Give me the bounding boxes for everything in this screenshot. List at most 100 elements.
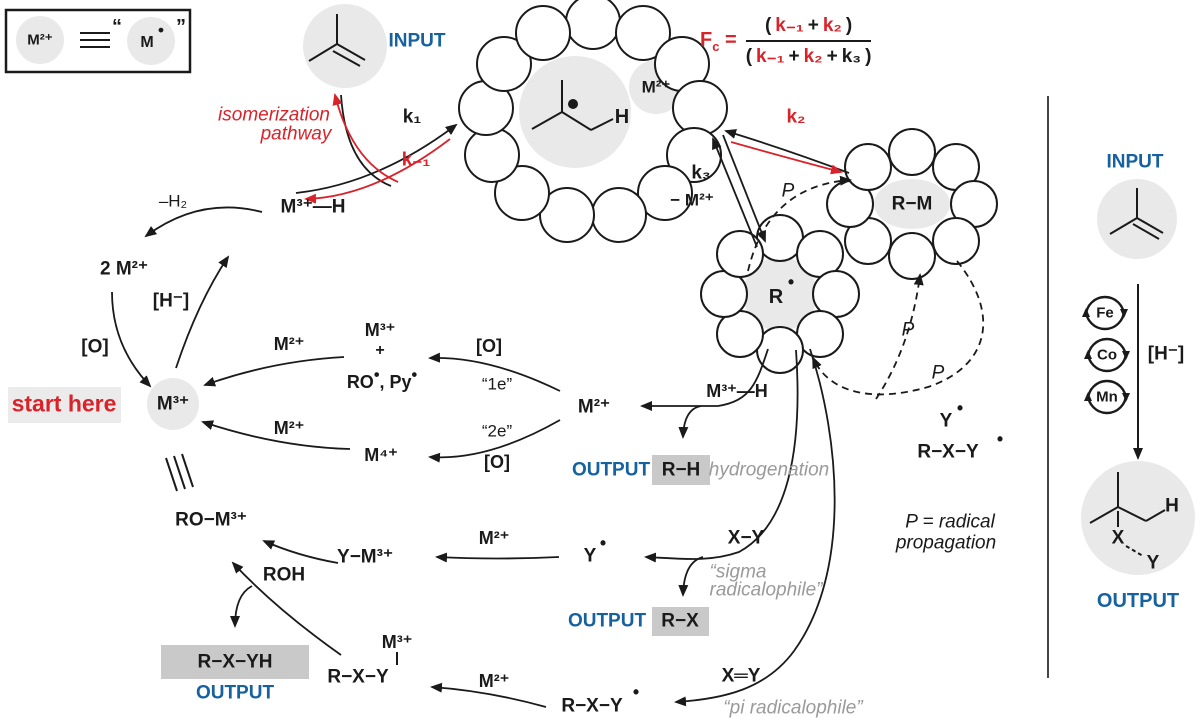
k3-line-up: [712, 137, 758, 248]
isomerization-arrow: [332, 93, 399, 183]
rxyh-product-box: [161, 645, 309, 679]
propagation-arrows: [747, 175, 985, 400]
cage-return-arrow: [724, 129, 850, 174]
sigma-m2-label: M²⁺: [478, 528, 510, 548]
equivalence-hash: [165, 453, 194, 492]
rxyh-product-label: R−X−YH: [197, 651, 273, 673]
fe-label: Fe: [1096, 304, 1114, 322]
two-e-label: “2e”: [481, 421, 513, 441]
y-m3-label: Y−M³⁺: [337, 546, 393, 568]
rxy-radical-bottom-dot: •: [632, 682, 640, 702]
co-label: Co: [1097, 346, 1117, 364]
redox-m2-label: M²⁺: [577, 396, 611, 418]
roh-arrow: [231, 561, 342, 656]
hydrogenation-note: hydrogenation: [708, 459, 830, 481]
one-e-label: “1e”: [481, 374, 513, 394]
redox-plus: +: [375, 342, 385, 359]
red-arrows: [304, 93, 843, 204]
y-radical-right-dot: •: [956, 398, 964, 418]
k3-line-down: [722, 134, 766, 243]
rh-output-branch: [678, 405, 702, 439]
y-to-ym3-arrow: [435, 552, 560, 563]
cage-h-label: H: [614, 106, 630, 128]
rh-product-label: R−H: [661, 459, 701, 481]
rxyh-output-branch: [230, 585, 253, 628]
p-note-line1: P = radical: [905, 511, 995, 533]
ox-2e-arrow: [428, 419, 561, 463]
equivalence-triple-bond: [80, 32, 110, 48]
product-x-label: X: [1111, 527, 1125, 549]
legend-m-radical-dot: •: [158, 20, 164, 40]
pi-m2-label: M²⁺: [478, 671, 510, 691]
ox-2e-oxidant: [O]: [484, 452, 510, 472]
m3-h-label: M³⁺—H: [280, 196, 346, 218]
minus-m2-label: − M²⁺: [670, 190, 714, 210]
ro-m3-label: RO−M³⁺: [175, 509, 247, 531]
rxy-label: R−X−Y: [327, 666, 389, 688]
r-radical-cage: [700, 214, 860, 374]
m2-lower-arrow: [201, 420, 351, 450]
p-label-3: P: [931, 362, 945, 384]
p-arrow-3: [812, 260, 985, 396]
k3-label: k₃: [691, 162, 711, 184]
co-cycle-icon: [1084, 337, 1130, 373]
rxy-radical-bottom: R−X−Y: [561, 695, 623, 717]
p-label-2: P: [901, 319, 915, 341]
roh-label: ROH: [262, 564, 306, 586]
rm-cage: [826, 128, 998, 280]
k2-arrow: [730, 141, 843, 175]
two-m2-label: 2 M²⁺: [99, 258, 149, 280]
m3-h-label-2: M³⁺—H: [706, 381, 768, 401]
start-here-highlight: [8, 387, 121, 423]
legend-quote-open: “: [112, 16, 122, 38]
minus-h2-arrow: [144, 206, 263, 238]
m4-label: M⁴⁺: [364, 445, 398, 465]
output-label-3: OUTPUT: [195, 682, 275, 704]
p-note-line2: propagation: [895, 532, 997, 554]
arrows: [111, 94, 1143, 708]
input-molecule: [303, 4, 387, 88]
pi-arrow: [674, 348, 836, 707]
rx-product-label: R−X: [661, 610, 699, 632]
fc-equation: Fc = (k₋₁+k₂) (k₋₁+k₂+k₃): [700, 14, 872, 68]
m3-circle: [147, 378, 199, 430]
rx-output-branch: [678, 556, 704, 597]
sigma-arrow: [644, 349, 799, 563]
ox-1e-arrow: [428, 352, 561, 392]
k-minus1-arrow: [304, 138, 451, 204]
rxy-m2-arrow: [430, 682, 547, 708]
right-hydride-label: [H⁻]: [1147, 343, 1185, 365]
rx-product-box: [652, 607, 709, 636]
input-feed-line: [340, 94, 392, 187]
legend-m-radical: M: [140, 34, 154, 51]
right-output-molecule: [1081, 461, 1195, 575]
legend-quote-close: ”: [176, 16, 186, 38]
legend-m2: M²⁺: [27, 31, 53, 49]
ro-py-label: RO•, Py•: [346, 365, 418, 393]
oxidation-arrow: [111, 291, 152, 388]
fe-cycle-icon: [1082, 295, 1128, 331]
right-output-label: OUTPUT: [1096, 590, 1180, 612]
rh-product-box: [652, 455, 710, 485]
fc-denominator: (k₋₁+k₂+k₃): [745, 46, 872, 67]
k1-label: k₁: [402, 106, 422, 128]
output-label-1: OUTPUT: [571, 459, 651, 481]
rxy-radical-right-dot: •: [996, 429, 1004, 449]
fraction-bar: [745, 40, 872, 42]
isomerization-label-2: pathway: [260, 123, 332, 145]
m2-upper-label: M²⁺: [273, 334, 305, 354]
mn-label: Mn: [1096, 388, 1118, 406]
cage-m2-label: M²⁺: [641, 77, 671, 97]
minus-h2-label: –H₂: [158, 191, 188, 211]
p-arrow-2: [875, 273, 924, 400]
m3-label: M³⁺: [156, 393, 190, 415]
right-input-label: INPUT: [1106, 151, 1164, 173]
fc-symbol: Fc =: [700, 28, 737, 54]
oxidant-label: [O]: [81, 336, 109, 358]
radical-dot: [568, 99, 578, 109]
y-radical-mid-dot: •: [599, 533, 607, 553]
p-label-1: P: [781, 180, 795, 202]
hydride-arrow: [175, 255, 230, 369]
main-solvent-cage: [458, 0, 728, 243]
